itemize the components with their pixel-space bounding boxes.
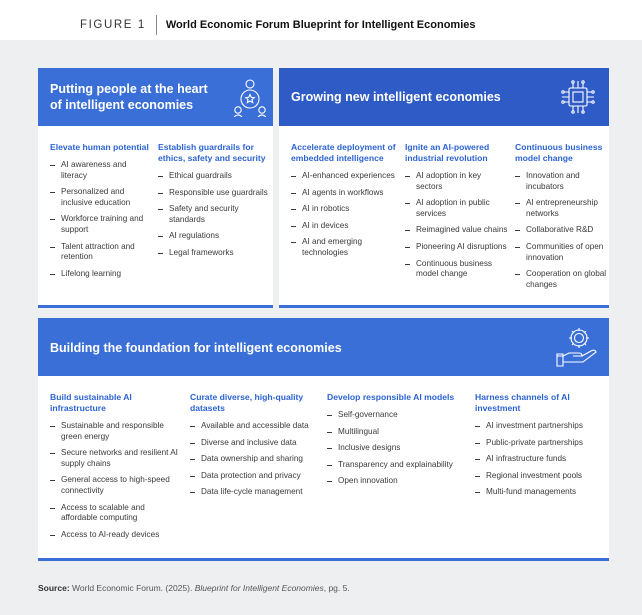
column-title: Elevate human potential — [50, 142, 149, 152]
section-foundation: Building the foundation for intelligent … — [38, 318, 609, 561]
column-title: Establish guardrails for ethics, safety … — [158, 142, 266, 163]
section-foundation-header: Building the foundation for intelligent … — [38, 318, 609, 376]
list-item: Lifelong learning — [50, 269, 150, 280]
column-title: Harness channels of AI investment — [475, 392, 570, 413]
list-item: Sustainable and responsible green energy — [50, 421, 178, 442]
source-publication: Blueprint for Intelligent Economies — [194, 583, 324, 593]
figure-label: FIGURE 1 — [80, 19, 146, 31]
column-title: Build sustainable AI infrastructure — [50, 392, 132, 413]
list-item: AI in devices — [291, 221, 399, 232]
column-sustainable-ai-infrastructure: Build sustainable AI infrastructure Sust… — [50, 392, 178, 546]
list-item: Talent attraction and retention — [50, 242, 150, 263]
column-ai-investment-channels: Harness channels of AI investment AI inv… — [475, 392, 605, 504]
column-title: Develop responsible AI models — [327, 392, 455, 402]
list-item: Communities of open innovation — [515, 242, 607, 263]
column-establish-guardrails: Establish guardrails for ethics, safety … — [158, 142, 268, 265]
list-item: Collaborative R&D — [515, 225, 607, 236]
section-people: Putting people at the heart of intellige… — [38, 68, 273, 308]
list-item: AI adoption in public services — [405, 198, 509, 219]
list-item: Data protection and privacy — [190, 471, 318, 482]
list-item: Reimagined value chains — [405, 225, 509, 236]
list-item: Access to scalable and affordable comput… — [50, 503, 178, 524]
section-foundation-footer-bar — [38, 558, 609, 561]
section-foundation-title: Building the foundation for intelligent … — [50, 341, 342, 355]
section-growing-header: Growing new intelligent economies — [279, 68, 609, 126]
section-people-header: Putting people at the heart of intellige… — [38, 68, 273, 126]
section-growing: Growing new intelligent economies Accele… — [279, 68, 609, 308]
list-item: AI in robotics — [291, 204, 399, 215]
column-ignite-industrial-revolution: Ignite an AI-powered industrial revoluti… — [405, 142, 509, 286]
list-item: Pioneering AI disruptions — [405, 242, 509, 253]
list-item: Legal frameworks — [158, 248, 268, 259]
list-item: Responsible use guardrails — [158, 188, 268, 199]
list-item: AI adoption in key sectors — [405, 171, 509, 192]
source-label: Source: — [38, 583, 70, 593]
list-item: Diverse and inclusive data — [190, 438, 318, 449]
list-item: AI investment partnerships — [475, 421, 605, 432]
source-note: Source: World Economic Forum. (2025). Bl… — [38, 583, 350, 593]
list-item: AI-enhanced experiences — [291, 171, 399, 182]
section-growing-title: Growing new intelligent economies — [291, 90, 501, 104]
column-title: Curate diverse, high-quality datasets — [190, 392, 304, 413]
list-item: AI agents in workflows — [291, 188, 399, 199]
header-divider — [155, 15, 157, 35]
list-item: AI regulations — [158, 231, 268, 242]
column-title: Accelerate deployment of embedded intell… — [291, 142, 396, 163]
column-accelerate-deployment: Accelerate deployment of embedded intell… — [291, 142, 399, 265]
column-elevate-human-potential: Elevate human potential AI awareness and… — [50, 142, 150, 285]
list-item: Multi-fund managements — [475, 487, 605, 498]
list-item: AI and emerging technologies — [291, 237, 399, 258]
list-item: Personalized and inclusive education — [50, 187, 150, 208]
column-title: Continuous business model change — [515, 142, 603, 163]
list-item: Continuous business model change — [405, 259, 509, 280]
list-item: Regional investment pools — [475, 471, 605, 482]
section-growing-footer-bar — [279, 305, 609, 308]
list-item: Transparency and explainability — [327, 460, 467, 471]
list-item: Data life-cycle management — [190, 487, 318, 498]
section-people-footer-bar — [38, 305, 273, 308]
list-item: AI infrastructure funds — [475, 454, 605, 465]
list-item: AI entrepreneurship networks — [515, 198, 607, 219]
list-item: Data ownership and sharing — [190, 454, 318, 465]
list-item: Workforce training and support — [50, 214, 150, 235]
list-item: Secure networks and resilient AI supply … — [50, 448, 178, 469]
section-people-title: Putting people at the heart of intellige… — [50, 82, 208, 112]
list-item: Inclusive designs — [327, 443, 467, 454]
list-item: Ethical guardrails — [158, 171, 268, 182]
column-responsible-ai-models: Develop responsible AI models Self-gover… — [327, 392, 467, 493]
source-page: , pg. 5. — [323, 583, 350, 593]
hand-gear-icon — [556, 328, 597, 367]
list-item: General access to high-speed connectivit… — [50, 475, 178, 496]
list-item: Safety and security standards — [158, 204, 268, 225]
list-item: Access to AI-ready devices — [50, 530, 178, 541]
list-item: Multilingual — [327, 427, 467, 438]
source-text: World Economic Forum. (2025). — [72, 583, 193, 593]
list-item: Cooperation on global changes — [515, 269, 607, 290]
list-item: Public-private partnerships — [475, 438, 605, 449]
people-group-star-icon — [234, 79, 266, 117]
ai-chip-icon — [561, 80, 595, 114]
list-item: Available and accessible data — [190, 421, 318, 432]
list-item: Self-governance — [327, 410, 467, 421]
figure-header: FIGURE 1 World Economic Forum Blueprint … — [80, 14, 476, 36]
list-item: Open innovation — [327, 476, 467, 487]
list-item: Innovation and incubators — [515, 171, 607, 192]
list-item: AI awareness and literacy — [50, 160, 150, 181]
figure-title: World Economic Forum Blueprint for Intel… — [165, 19, 476, 31]
column-continuous-business-model-change: Continuous business model change Innovat… — [515, 142, 607, 296]
column-curate-datasets: Curate diverse, high-quality datasets Av… — [190, 392, 318, 504]
column-title: Ignite an AI-powered industrial revoluti… — [405, 142, 490, 163]
